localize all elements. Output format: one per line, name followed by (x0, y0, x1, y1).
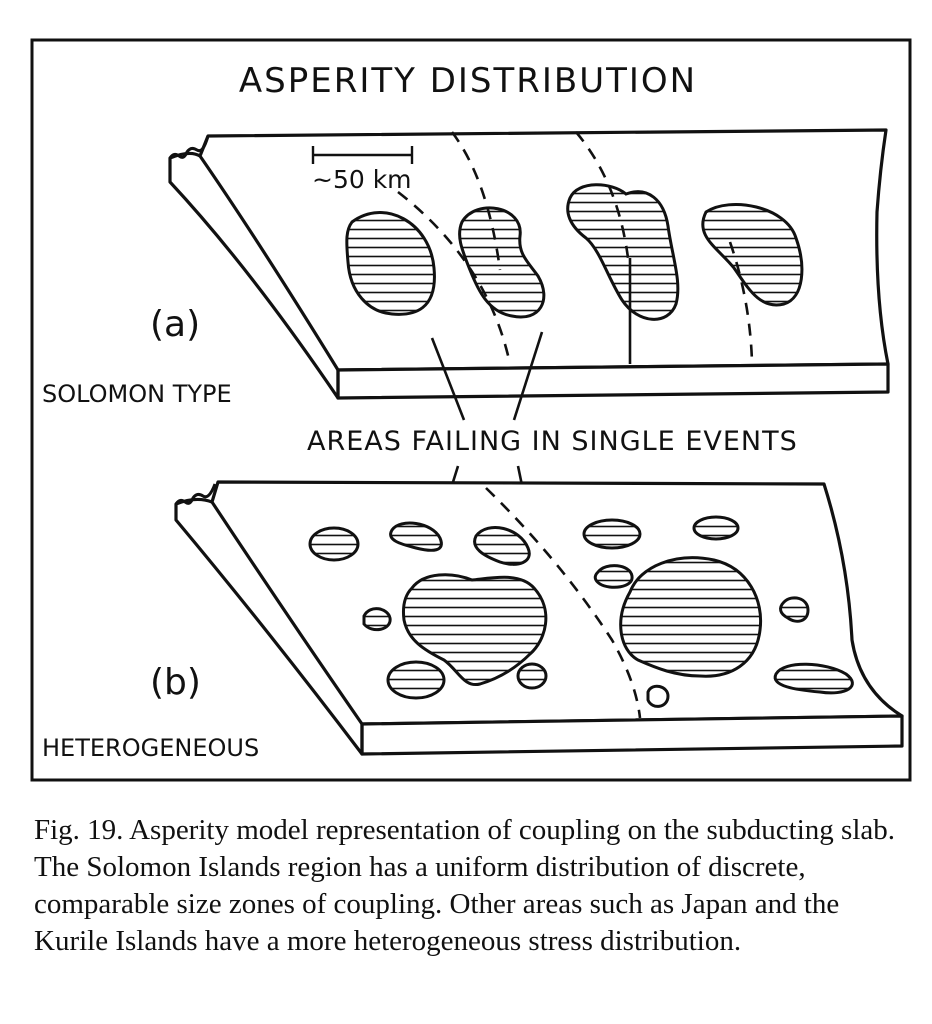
asperity-b14 (646, 684, 670, 708)
rupture-boundaries-b (485, 487, 642, 719)
asperity-b9 (692, 515, 740, 541)
figure-caption: Fig. 19. Asperity model representation o… (34, 814, 896, 957)
asperity-b6 (386, 660, 446, 700)
panel-a-label: (a) (150, 304, 200, 345)
asperity-b1 (308, 526, 360, 562)
slab-a (168, 128, 890, 400)
asperity-b7 (516, 662, 548, 690)
asperity-a2 (458, 206, 546, 319)
figure: ASPERITY DISTRIBUTION ~50 km (a) SOLOMON… (30, 38, 912, 782)
figure-svg: ASPERITY DISTRIBUTION ~50 km (a) SOLOMON… (30, 38, 912, 782)
asperity-b13 (773, 662, 854, 695)
asperity-a3 (566, 183, 680, 321)
asperity-b10 (593, 564, 634, 589)
asperity-b3 (473, 526, 531, 566)
asperity-a1 (345, 211, 436, 316)
asperities-b (308, 515, 854, 708)
asperity-b2 (389, 521, 443, 552)
asperity-a4 (701, 203, 804, 307)
asperity-b11 (619, 556, 763, 678)
figure-title: ASPERITY DISTRIBUTION (239, 61, 697, 101)
scale-bar (311, 146, 414, 164)
asperity-b12 (779, 596, 810, 623)
panel-b-type: HETEROGENEOUS (42, 734, 259, 762)
areas-label: AREAS FAILING IN SINGLE EVENTS (307, 426, 798, 457)
asperities-a (345, 183, 804, 321)
panel-a-type: SOLOMON TYPE (42, 380, 232, 408)
panel-b-label: (b) (150, 662, 201, 703)
asperity-b8 (582, 518, 642, 550)
asperity-b4 (362, 607, 392, 632)
scale-label: ~50 km (312, 165, 412, 194)
asperity-b5 (402, 573, 548, 687)
figure-border (30, 38, 912, 782)
